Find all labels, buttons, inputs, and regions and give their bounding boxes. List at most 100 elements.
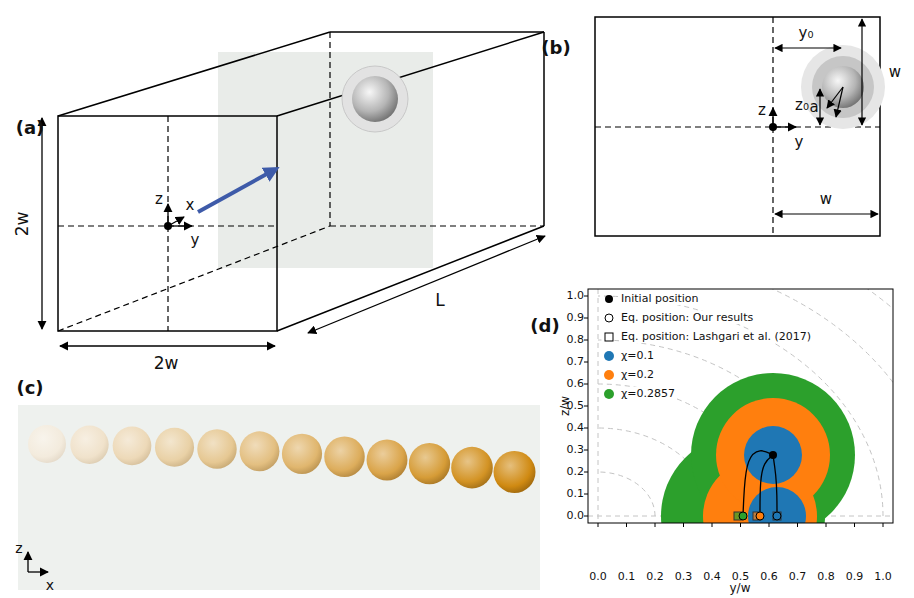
dimension-label: y₀ xyxy=(799,25,814,42)
figure-shape xyxy=(329,32,330,226)
figure-shape xyxy=(743,451,773,516)
figure-shape xyxy=(773,512,781,520)
figure-shape xyxy=(769,451,777,459)
figure-shape xyxy=(743,451,777,516)
figure-shape xyxy=(324,436,365,477)
axis-letter: x xyxy=(186,197,195,214)
figure-shape xyxy=(769,123,777,131)
tick-label: 0.1 xyxy=(567,488,585,500)
panel-letter: (c) xyxy=(16,378,43,398)
figure-shape xyxy=(198,170,274,212)
figure-shape xyxy=(734,451,781,520)
figure-shape xyxy=(588,289,893,523)
figure-shape xyxy=(819,89,820,125)
tick-label: 1.0 xyxy=(874,571,892,583)
figure-shape xyxy=(367,440,408,481)
figure-shape xyxy=(28,425,536,493)
figure-shape xyxy=(598,289,599,523)
swatch-dot xyxy=(604,370,614,380)
tick-label: 0.5 xyxy=(732,571,750,583)
figure-shape xyxy=(584,494,588,495)
figure-shape xyxy=(58,226,330,331)
tick-label: 0.0 xyxy=(567,510,585,522)
figure-shape xyxy=(712,523,713,527)
dimension-label: a xyxy=(809,99,818,116)
tick-label: 0.8 xyxy=(567,334,585,346)
figure-shape xyxy=(28,425,66,463)
figure-shape xyxy=(769,523,770,527)
swatch-dot xyxy=(604,351,614,361)
legend-swatch xyxy=(603,388,615,400)
figure-shape xyxy=(584,450,588,451)
figure-shape xyxy=(626,523,627,527)
axis-letter: y xyxy=(795,134,804,151)
figure-shape xyxy=(308,236,545,333)
dimension-label: L xyxy=(435,291,444,310)
tick-label: 0.0 xyxy=(589,571,607,583)
legend-text: χ=0.1 xyxy=(619,349,656,362)
figure-shape xyxy=(861,19,862,125)
figure-shape xyxy=(58,116,277,331)
axis-letter: z xyxy=(155,191,163,208)
tick-label: 1.0 xyxy=(567,290,585,302)
axis-title: y/w xyxy=(730,582,751,595)
panel-letter: (a) xyxy=(16,118,45,138)
figure-shape xyxy=(756,512,764,520)
legend-sample xyxy=(603,293,615,305)
figure-shape xyxy=(775,213,878,214)
figure-shape xyxy=(854,523,855,527)
figure-shape xyxy=(584,428,588,429)
figure-shape xyxy=(584,362,588,363)
figure-shape xyxy=(543,32,545,226)
figure-shape xyxy=(60,345,275,346)
tick-label: 0.7 xyxy=(789,571,807,583)
legend-sample xyxy=(603,312,615,324)
dimension-label: w xyxy=(889,64,901,81)
figure-shape xyxy=(797,523,798,527)
figure-shape xyxy=(584,340,588,341)
figure-shape xyxy=(240,431,280,471)
figure-shape xyxy=(584,472,588,473)
sample-square xyxy=(605,333,613,341)
figure-shape xyxy=(584,296,588,297)
figure-shape xyxy=(451,447,493,489)
figure-shape xyxy=(812,56,874,118)
dimension-label: 2w xyxy=(13,212,32,237)
figure-shape xyxy=(584,406,588,407)
figure-shape xyxy=(826,523,827,527)
figure-shape xyxy=(330,225,544,226)
tick-label: 0.1 xyxy=(618,571,636,583)
dimension-label: 2w xyxy=(154,354,179,373)
figure-shape xyxy=(836,87,843,117)
figure-shape xyxy=(775,47,841,48)
figure-shape xyxy=(584,318,588,319)
legend-sample xyxy=(603,331,615,343)
trajectory-snapshot xyxy=(18,405,540,590)
legend-text: Eq. position: Our results xyxy=(619,311,755,324)
figure-shape xyxy=(598,523,599,527)
figure-shape xyxy=(584,384,588,385)
panel-letter: (b) xyxy=(541,38,570,58)
figure-shape xyxy=(197,429,236,468)
figure-shape xyxy=(584,296,883,527)
figure-shape xyxy=(18,405,540,590)
figure-shape xyxy=(282,434,322,474)
figure-shape xyxy=(801,45,885,129)
figure-shape xyxy=(28,571,48,572)
figure-shape xyxy=(773,512,781,520)
figure-shape xyxy=(494,451,536,493)
legend-item: Initial position xyxy=(603,292,701,305)
scatter-plot xyxy=(584,208,914,598)
tick-label: 0.2 xyxy=(567,466,585,478)
figure-shape xyxy=(655,523,656,527)
legend-item: Eq. position: Lashgari et al. (2017) xyxy=(603,330,813,343)
sample-circle xyxy=(605,314,613,322)
legend-swatch xyxy=(603,369,615,381)
tick-label: 0.4 xyxy=(567,422,585,434)
legend-text: χ=0.2857 xyxy=(619,387,677,400)
figure-shape xyxy=(661,373,855,523)
tick-label: 0.2 xyxy=(646,571,664,583)
legend-text: Initial position xyxy=(619,292,701,305)
axis-letter: x xyxy=(46,578,54,593)
